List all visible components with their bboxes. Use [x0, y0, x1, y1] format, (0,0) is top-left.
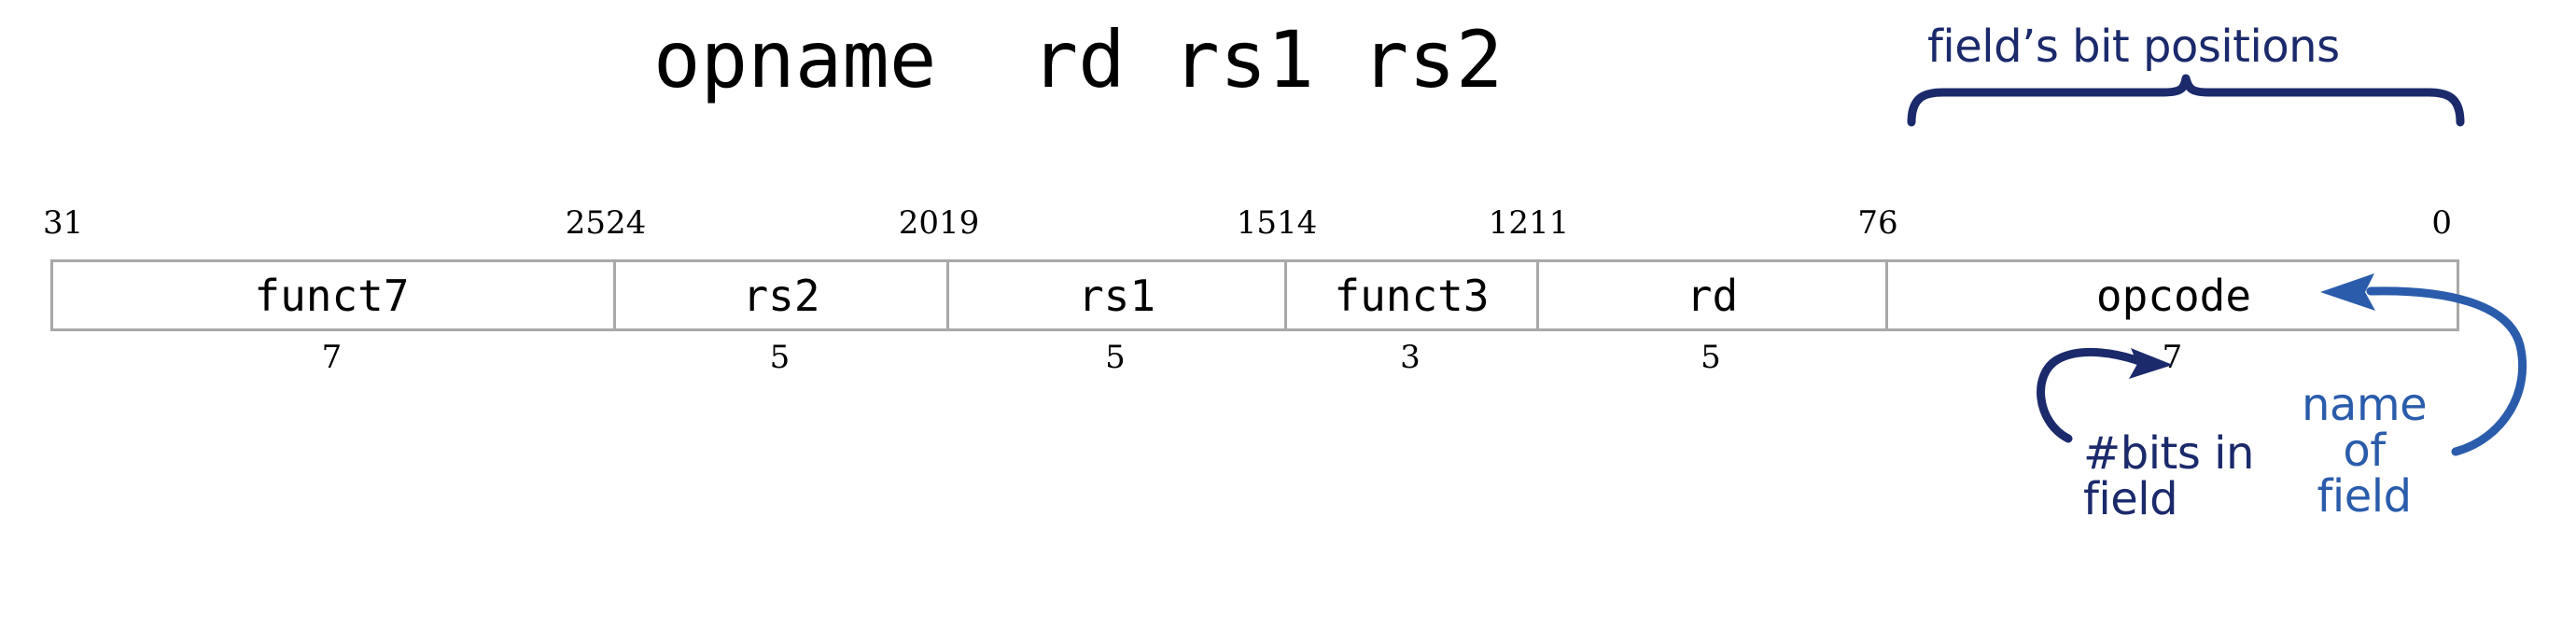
bitfield-cell-label: rd: [1686, 270, 1739, 321]
field-width-rd: 5: [1701, 339, 1721, 376]
bitfield-cell-funct7: funct7: [50, 262, 613, 328]
field-width-rs1: 5: [1105, 339, 1126, 376]
bit-label-lo-funct7: 25: [565, 204, 606, 242]
opcode-span-brace: [1907, 74, 2465, 127]
name-of-field-callout-label: name of field: [2302, 379, 2428, 523]
bitfield-cell-opcode: opcode: [1885, 262, 2459, 328]
bit-label-lo-rs1: 15: [1236, 204, 1277, 242]
bit-label-hi-rs2: 24: [606, 204, 647, 242]
bitfield-cell-label: opcode: [2095, 270, 2252, 321]
field-width-funct3: 3: [1400, 339, 1421, 376]
bit-label-hi-rs1: 19: [939, 204, 980, 242]
bitfield-cell-label: rs2: [742, 270, 820, 321]
bitfield-cell-rs2: rs2: [613, 262, 946, 328]
bit-label-hi-funct3: 14: [1277, 204, 1318, 242]
bit-label-hi-opcode: 6: [1878, 204, 1898, 242]
bit-label-lo-opcode: 0: [2431, 204, 2452, 242]
field-width-rs2: 5: [769, 339, 791, 376]
instruction-bitfield-table: funct7 rs2 rs1 funct3 rd opcode: [50, 259, 2459, 331]
bit-label-hi-rd: 11: [1529, 204, 1570, 242]
bit-label-lo-rs2: 20: [898, 204, 939, 242]
bit-label-hi-funct7: 31: [43, 204, 84, 242]
bitfield-cell-label: funct3: [1334, 270, 1490, 321]
bit-label-lo-rd: 7: [1857, 204, 1878, 242]
bitfield-cell-label: rs1: [1077, 270, 1156, 321]
bitfield-cell-rd: rd: [1536, 262, 1885, 328]
brace-callout-label: field’s bit positions: [1927, 21, 2340, 73]
instruction-mnemonic-title: opname rd rs1 rs2: [653, 14, 1504, 105]
bit-label-lo-funct3: 12: [1488, 204, 1529, 242]
bitfield-cell-funct3: funct3: [1284, 262, 1536, 328]
bitfield-cell-rs1: rs1: [946, 262, 1284, 328]
bits-in-field-callout-label: #bits in field: [2083, 427, 2254, 525]
field-width-funct7: 7: [321, 339, 343, 376]
bitfield-cell-label: funct7: [254, 270, 410, 321]
field-width-opcode: 7: [2162, 339, 2183, 376]
